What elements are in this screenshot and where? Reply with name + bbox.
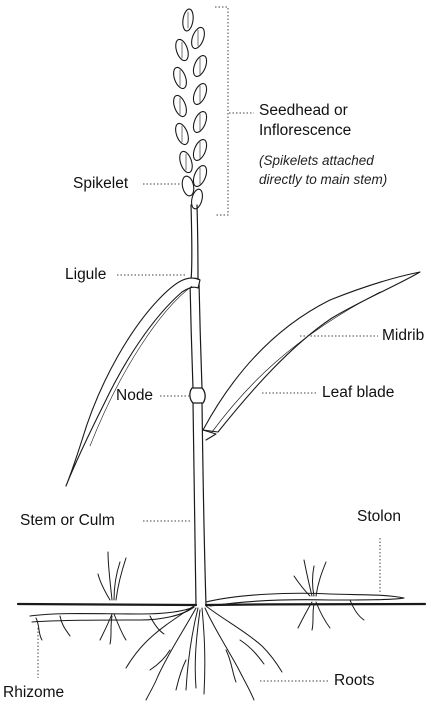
stem-label: Stem or Culm [20,511,115,531]
roots-label: Roots [334,671,375,691]
seedhead-label-line1: Seedhead or [259,101,348,121]
ligule-label: Ligule [65,265,106,285]
seedhead-note-line2: directly to main stem) [259,170,387,189]
left-leaf-blade [66,278,200,486]
node-label: Node [116,386,153,406]
midrib-label: Midrib [382,326,424,346]
rhizome-plantlet [36,552,164,644]
seedhead-spikelets [171,8,209,210]
seedhead-label-line2: Inflorescence [259,121,351,141]
left-leaf-midrib [90,286,192,446]
node-swelling [190,388,205,403]
right-leaf-midrib-line [212,292,380,432]
right-leaf-blade [203,272,420,432]
seedhead-note-line1: (Spikelets attached [259,151,374,170]
stolon-label: Stolon [357,507,401,527]
main-stem [190,205,206,605]
seedhead-bracket [215,7,228,215]
grass-plant-illustration [18,8,425,700]
leaf-blade-label: Leaf blade [322,383,394,403]
spikelet-label: Spikelet [73,174,128,194]
rhizome-label: Rhizome [3,683,64,703]
